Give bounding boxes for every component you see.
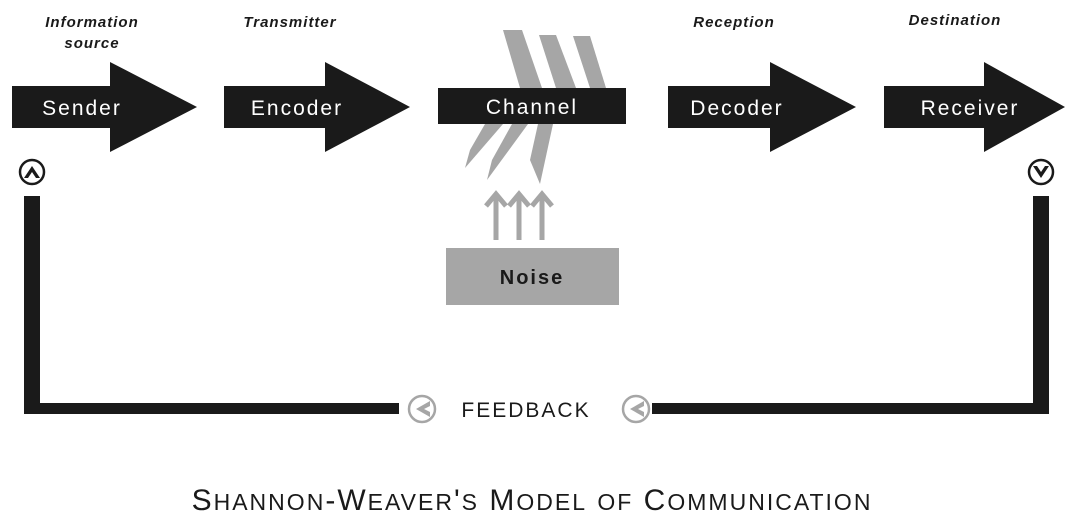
sender-label: Sender (42, 97, 122, 120)
noise-box: Noise (446, 248, 619, 305)
diagram-title: SHANNON-WEAVER'S MODEL OF COMMUNICATION (192, 484, 873, 517)
sender-caption-line-1: Information (45, 14, 139, 31)
up-chevron-circle-icon (18, 158, 46, 186)
encoder-label: Encoder (251, 97, 343, 120)
noise-label: Noise (500, 267, 564, 289)
feedback-label: FEEDBACK (461, 399, 590, 422)
noise-up-arrows (484, 190, 554, 240)
sender-caption-line-2: source (64, 35, 119, 52)
channel-label: Channel (486, 96, 578, 119)
decoder-arrow: Decoder (668, 62, 856, 152)
decoder-caption: Reception (693, 14, 775, 31)
feedback-loop (24, 196, 1049, 414)
left-chevron-circle-icon (621, 394, 651, 424)
decoder-label: Decoder (690, 97, 783, 120)
encoder-caption: Transmitter (243, 14, 336, 31)
encoder-arrow: Encoder (224, 62, 410, 152)
sender-arrow: Sender (12, 62, 197, 152)
receiver-caption: Destination (909, 12, 1002, 29)
noise-interference-bolts (465, 30, 606, 184)
receiver-arrow: Receiver (884, 62, 1065, 152)
left-chevron-circle-icon (407, 394, 437, 424)
receiver-label: Receiver (921, 97, 1020, 120)
down-chevron-circle-icon (1027, 158, 1055, 186)
channel-bar: Channel (438, 88, 626, 124)
